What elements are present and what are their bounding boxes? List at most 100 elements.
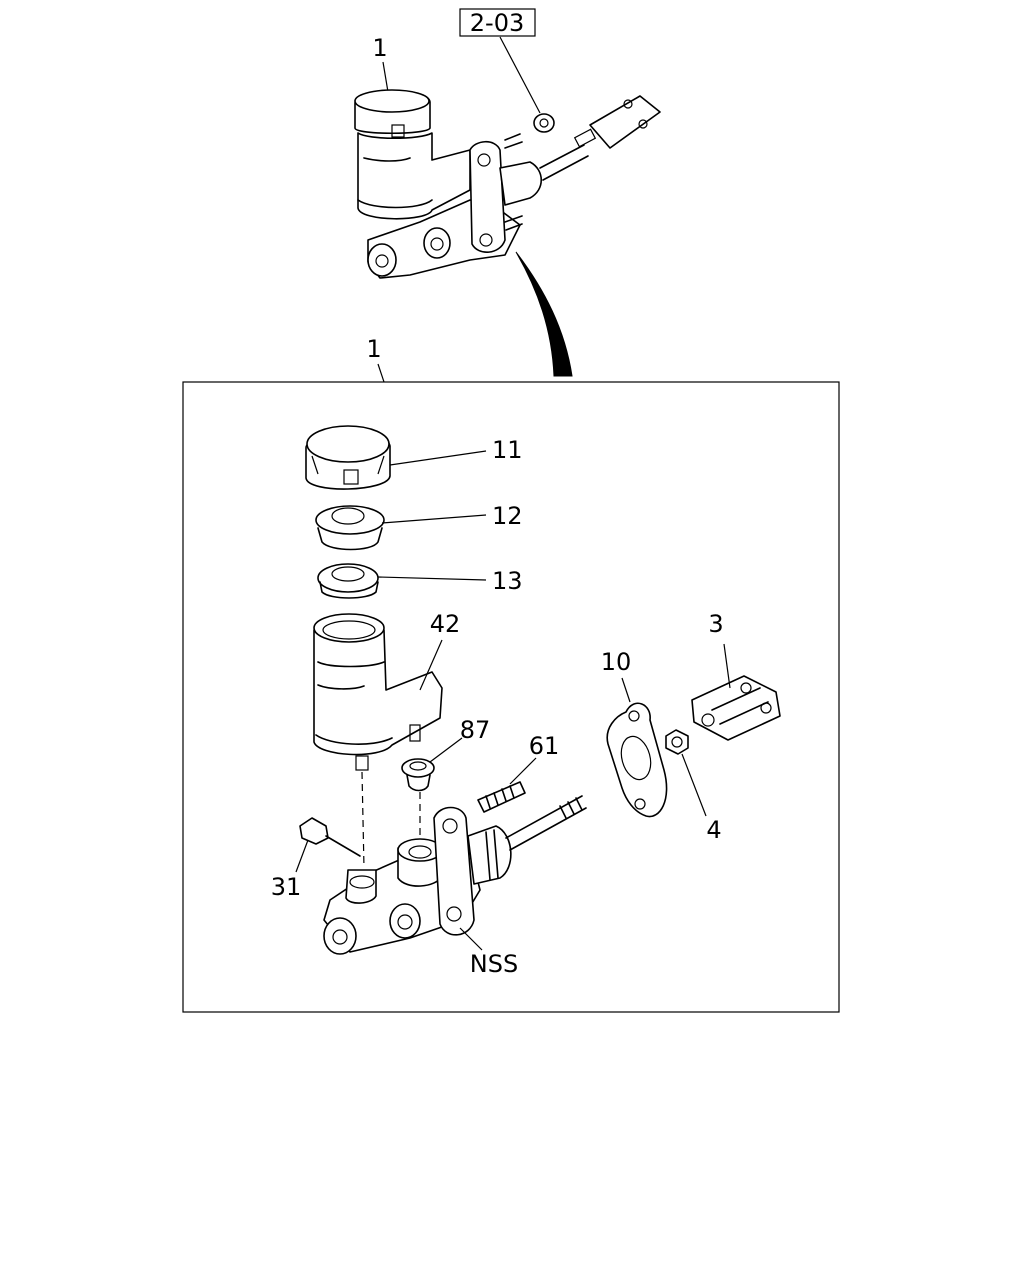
top-boot [499, 161, 543, 206]
callout-reservoir: 42 [430, 610, 461, 638]
reservoir [313, 629, 443, 756]
reservoir-outlet [355, 755, 369, 771]
screw-shank [325, 835, 361, 857]
cap-notch [343, 469, 359, 485]
top-reservoir-rim [357, 199, 433, 209]
callout-detail-frame-leader [377, 363, 385, 383]
exploded-parts: 11 12 13 42 87 [271, 425, 781, 978]
body-port-left [323, 917, 357, 955]
grommet [401, 758, 435, 778]
cap-face [306, 425, 390, 463]
top-port-left-hole [375, 254, 389, 268]
reference-box [459, 8, 536, 37]
top-reservoir-line [363, 157, 411, 162]
gasket [606, 702, 668, 818]
top-assembly: 2-03 1 [354, 8, 661, 377]
reservoir-mouth-inner [322, 620, 376, 640]
stud [477, 781, 526, 813]
top-flange-hole-lower [479, 233, 493, 247]
top-nut-hole [539, 118, 549, 128]
cap-rib-right [377, 455, 385, 475]
reservoir-band-1 [317, 661, 385, 668]
body-pushrod [505, 795, 587, 851]
callout-diaphragm: 12 [492, 502, 523, 530]
top-cap-face [354, 89, 430, 113]
nut [665, 729, 689, 755]
body-inlet-hole [408, 845, 432, 859]
top-clevis-nut [573, 128, 597, 148]
gasket-center-hole [620, 735, 652, 781]
callout-seal: 13 [492, 567, 523, 595]
top-stud-upper [504, 133, 523, 149]
top-cap-notch [391, 124, 405, 138]
screw-leader [295, 839, 309, 873]
top-clevis-hole-b [638, 119, 648, 129]
grommet-inner [409, 761, 427, 771]
top-pushrod [539, 144, 589, 181]
top-reservoir [357, 132, 471, 220]
body-pushrod-thread [559, 797, 583, 819]
body-boot-ribs [485, 829, 499, 881]
reference-leader [499, 36, 541, 114]
top-flange [469, 140, 506, 253]
cap-leader [389, 450, 487, 466]
clevis [691, 675, 781, 741]
top-port-right-hole [430, 237, 444, 251]
diaphragm-leader [381, 514, 487, 524]
callout-gasket: 10 [601, 648, 632, 676]
body-flange-hole-upper [442, 818, 458, 834]
stud-leader [509, 757, 537, 785]
seal-leader [377, 576, 487, 581]
callout-clevis: 3 [708, 610, 723, 638]
centerline-outlet [361, 771, 365, 869]
body-port-right-hole [397, 914, 413, 930]
clevis-hole-right [760, 702, 772, 714]
top-flange-hole-upper [477, 153, 491, 167]
reservoir-leader [419, 639, 443, 691]
callout-top-assembly-leader [382, 61, 389, 93]
top-stud-lower [504, 215, 523, 231]
body-boot [467, 825, 512, 885]
body-port-right [389, 903, 421, 939]
seal-lip [319, 581, 379, 599]
detail-frame [182, 381, 840, 1013]
cap-rib-left [311, 455, 319, 475]
reference-box-label: 2-03 [470, 9, 524, 37]
callout-screw: 31 [271, 873, 302, 901]
clevis-hole-left [701, 713, 715, 727]
detail-pointer [515, 251, 573, 377]
gasket-hole-lower [634, 798, 646, 810]
body-outlet-boss [345, 869, 377, 904]
grommet-stem [406, 774, 431, 792]
top-clevis-hole-a [623, 99, 633, 109]
callout-detail-frame: 1 [366, 335, 381, 363]
top-clevis [589, 95, 661, 149]
callout-body: NSS [470, 950, 518, 978]
callout-stud: 61 [529, 732, 560, 760]
callout-nut: 4 [706, 816, 721, 844]
reservoir-band-2 [317, 684, 365, 690]
grommet-leader [429, 737, 463, 763]
body-port-left-hole [332, 929, 348, 945]
diaphragm [315, 505, 385, 535]
nut-hole [671, 736, 683, 748]
body-flange-hole-lower [446, 906, 462, 922]
reservoir-rim [315, 734, 393, 745]
seal-inner [331, 566, 365, 582]
gasket-leader [621, 677, 631, 703]
clevis-leader [723, 643, 731, 689]
callout-cap: 11 [492, 436, 523, 464]
clevis-slot [711, 687, 769, 725]
reservoir-mouth [313, 613, 385, 643]
body-flange [433, 806, 475, 936]
diaphragm-skirt [317, 527, 383, 551]
seal [317, 563, 379, 593]
screw [299, 817, 329, 845]
reservoir-outlet-rear [409, 724, 421, 742]
body-leader [459, 927, 483, 951]
gasket-hole-upper [628, 710, 640, 722]
stud-thread [485, 785, 515, 809]
callout-grommet: 87 [460, 716, 491, 744]
